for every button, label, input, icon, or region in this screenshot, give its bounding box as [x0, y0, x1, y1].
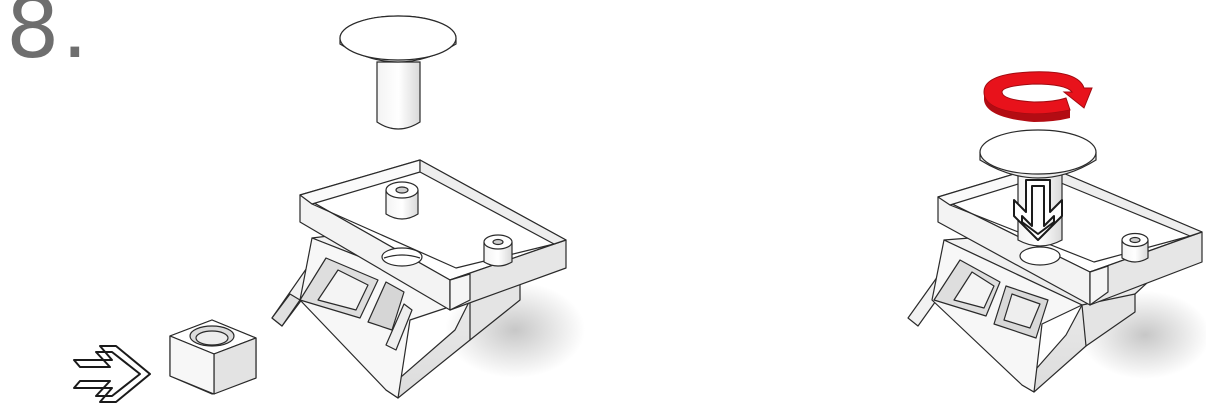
left-figure — [74, 16, 585, 402]
rotate-clockwise-icon — [984, 72, 1092, 122]
push-right-arrow-icon — [74, 346, 150, 402]
right-figure — [908, 72, 1206, 392]
pin — [340, 16, 456, 129]
hex-nut — [170, 320, 256, 394]
